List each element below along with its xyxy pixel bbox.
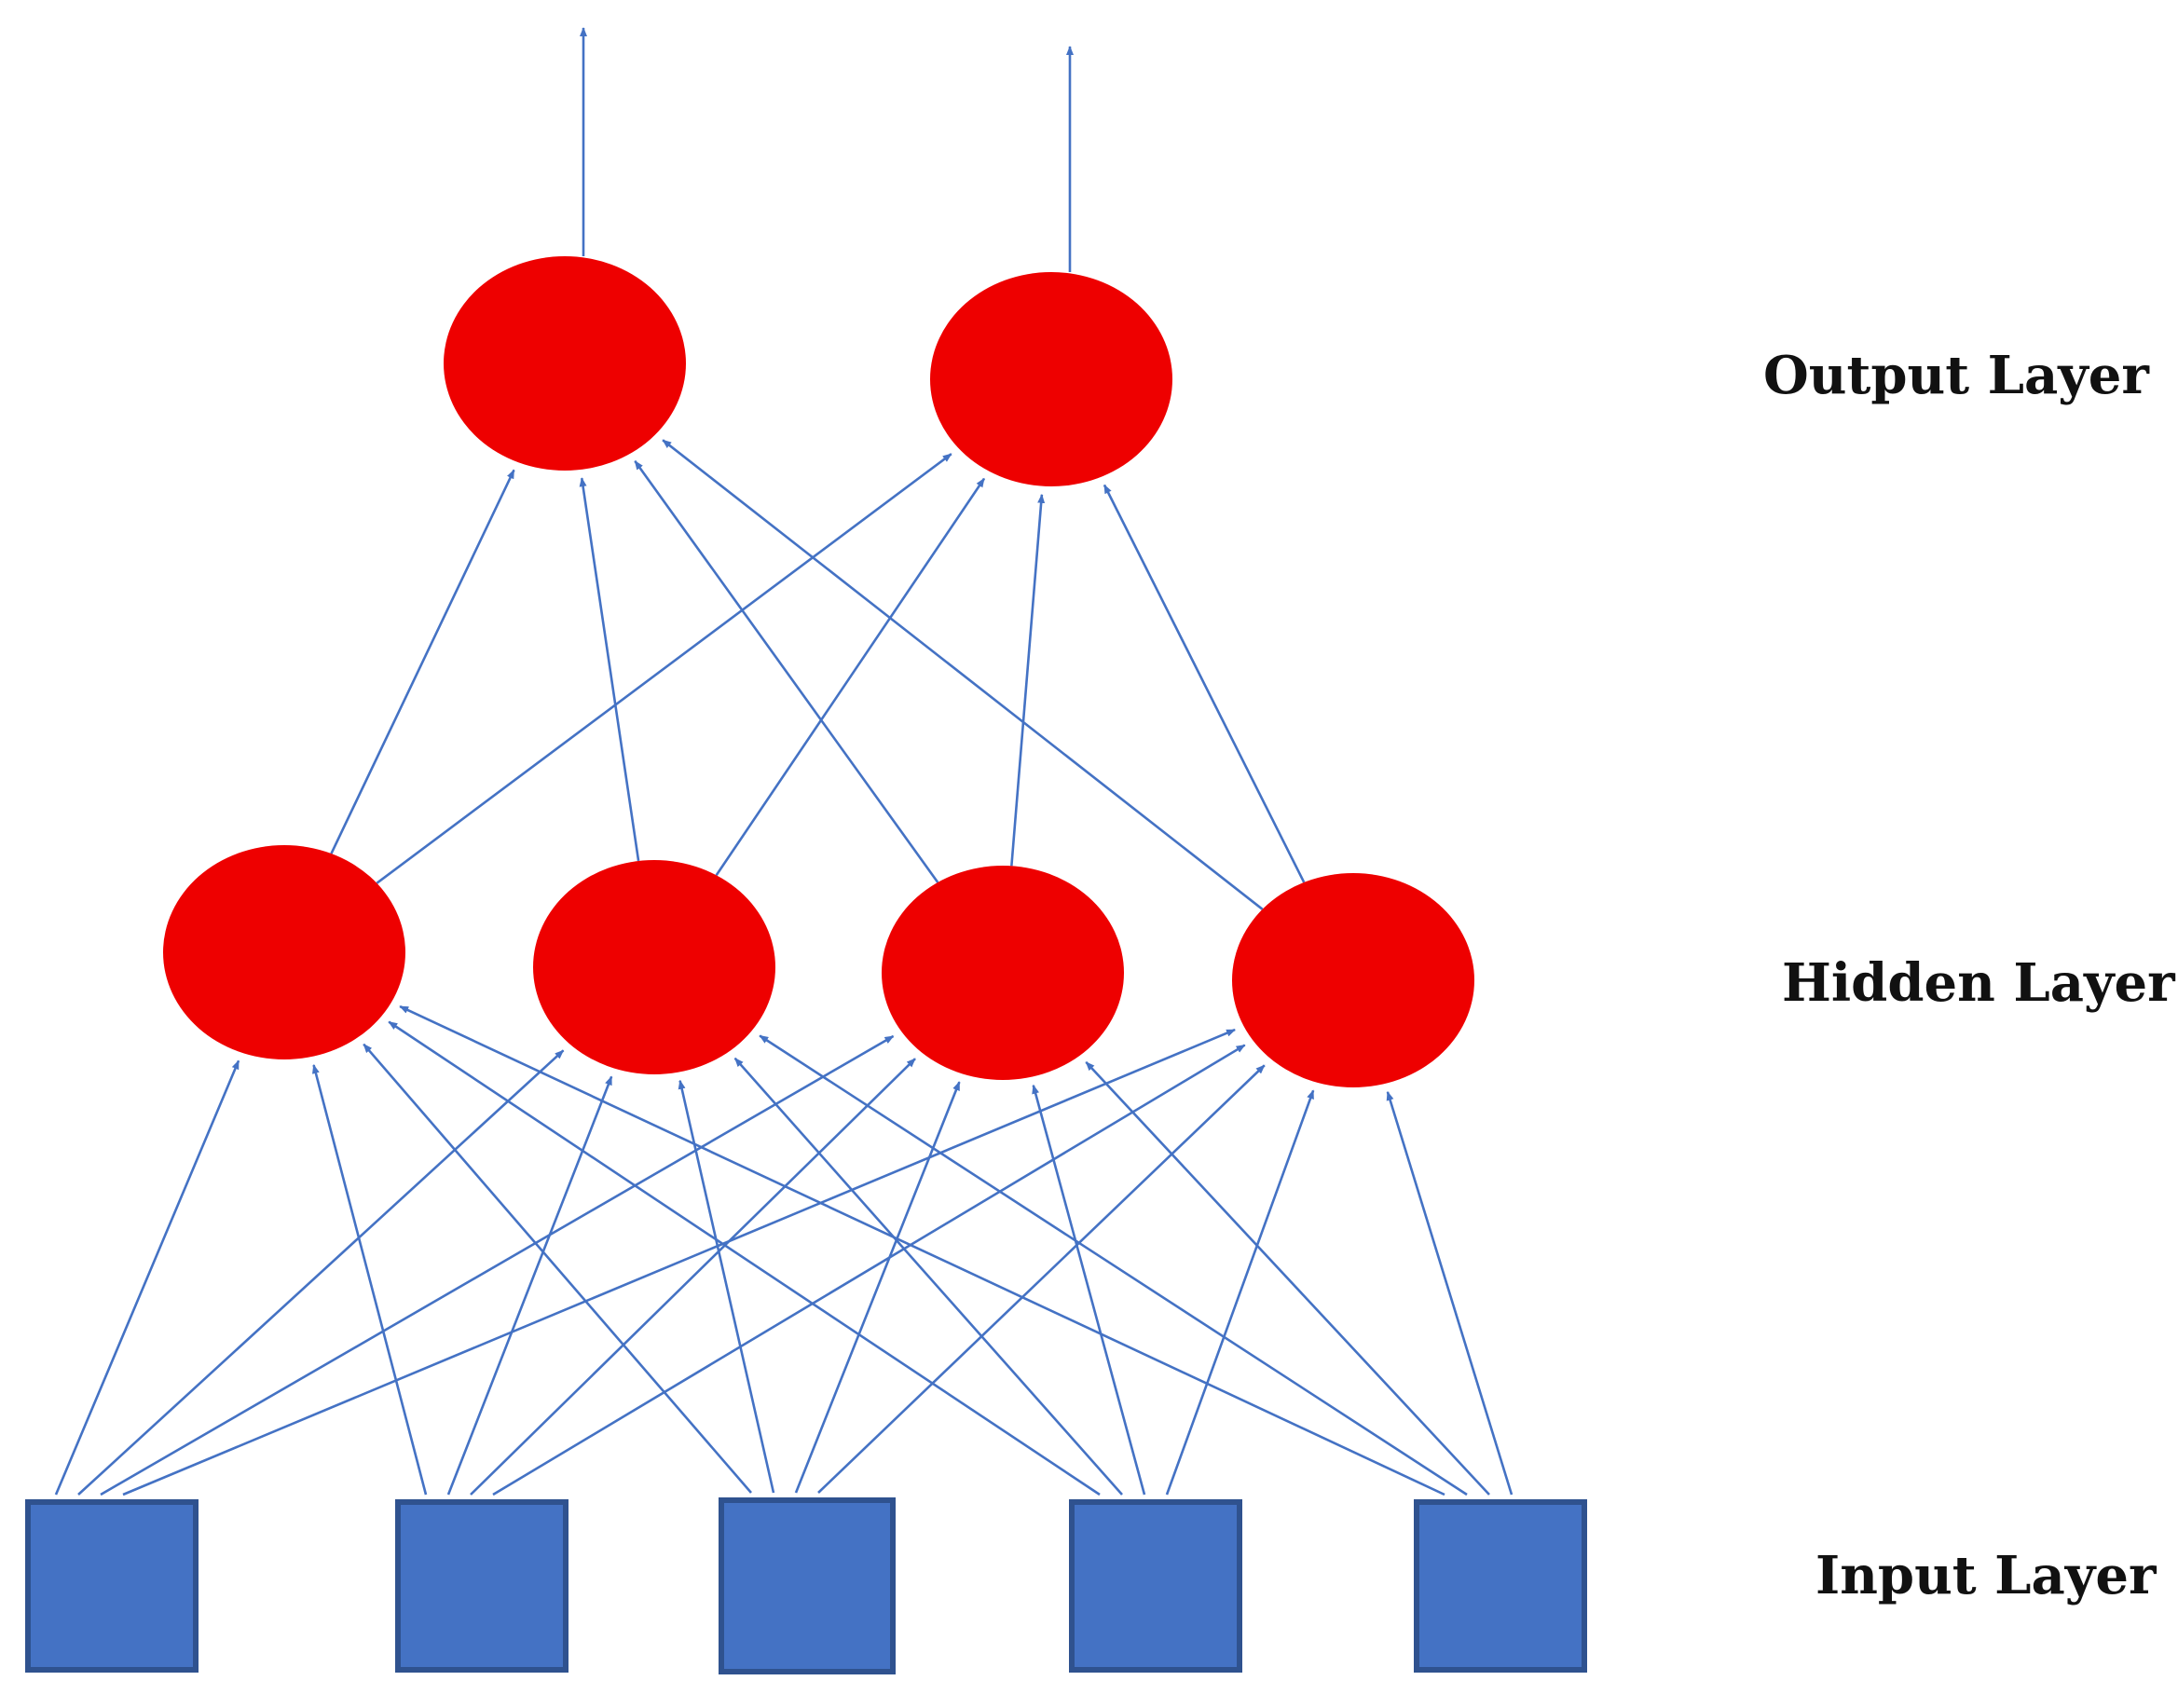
hidden-neuron-2 xyxy=(533,860,775,1074)
connection-input-2-hidden-4 xyxy=(492,1044,1246,1496)
connection-input-4-hidden-2 xyxy=(733,1057,1123,1496)
connection-hidden-2-output-1 xyxy=(579,477,640,862)
output-layer-label: Output Layer xyxy=(1763,345,2150,406)
hidden-neuron-3 xyxy=(882,866,1124,1080)
connection-input-4-hidden-4 xyxy=(1165,1089,1315,1496)
nodes-group xyxy=(25,256,1587,1674)
connection-input-1-hidden-3 xyxy=(100,1034,895,1496)
hidden-neuron-1 xyxy=(163,845,405,1059)
hidden-layer-label: Hidden Layer xyxy=(1782,952,2176,1014)
output-neuron-1 xyxy=(444,256,686,471)
connection-input-3-hidden-1 xyxy=(363,1043,752,1494)
hidden-neuron-4 xyxy=(1232,873,1474,1087)
connection-input-1-hidden-2 xyxy=(77,1049,565,1496)
connection-input-5-hidden-4 xyxy=(1386,1090,1514,1496)
input-node-5 xyxy=(1414,1499,1587,1673)
connection-input-5-hidden-3 xyxy=(1085,1060,1490,1496)
connection-hidden-3-output-1 xyxy=(634,460,939,883)
connection-hidden-3-output-2 xyxy=(1010,493,1046,867)
connections-group xyxy=(54,27,1514,1496)
connection-input-4-hidden-1 xyxy=(388,1020,1101,1496)
connection-input-4-hidden-3 xyxy=(1032,1084,1146,1496)
connection-input-2-hidden-1 xyxy=(312,1064,428,1496)
connection-input-5-hidden-1 xyxy=(399,1004,1445,1496)
input-node-4 xyxy=(1069,1499,1242,1673)
connection-hidden-1-output-2 xyxy=(376,453,952,884)
connection-input-3-hidden-2 xyxy=(678,1079,775,1494)
input-node-1 xyxy=(25,1499,199,1673)
connection-input-2-hidden-2 xyxy=(446,1075,613,1496)
connection-hidden-2-output-2 xyxy=(715,477,986,876)
input-node-2 xyxy=(395,1499,568,1673)
connection-input-1-hidden-1 xyxy=(54,1059,240,1496)
connection-input-1-hidden-4 xyxy=(122,1028,1236,1496)
connection-hidden-4-output-2 xyxy=(1103,484,1306,883)
connection-input-2-hidden-3 xyxy=(470,1058,916,1496)
output-neuron-2 xyxy=(930,272,1172,486)
input-layer-label: Input Layer xyxy=(1815,1545,2157,1606)
connection-hidden-4-output-1 xyxy=(662,439,1264,910)
connection-input-3-hidden-4 xyxy=(817,1064,1266,1494)
connection-input-5-hidden-2 xyxy=(759,1034,1468,1496)
connection-input-3-hidden-3 xyxy=(794,1081,961,1494)
connection-hidden-1-output-1 xyxy=(330,469,515,854)
input-node-3 xyxy=(719,1497,896,1674)
